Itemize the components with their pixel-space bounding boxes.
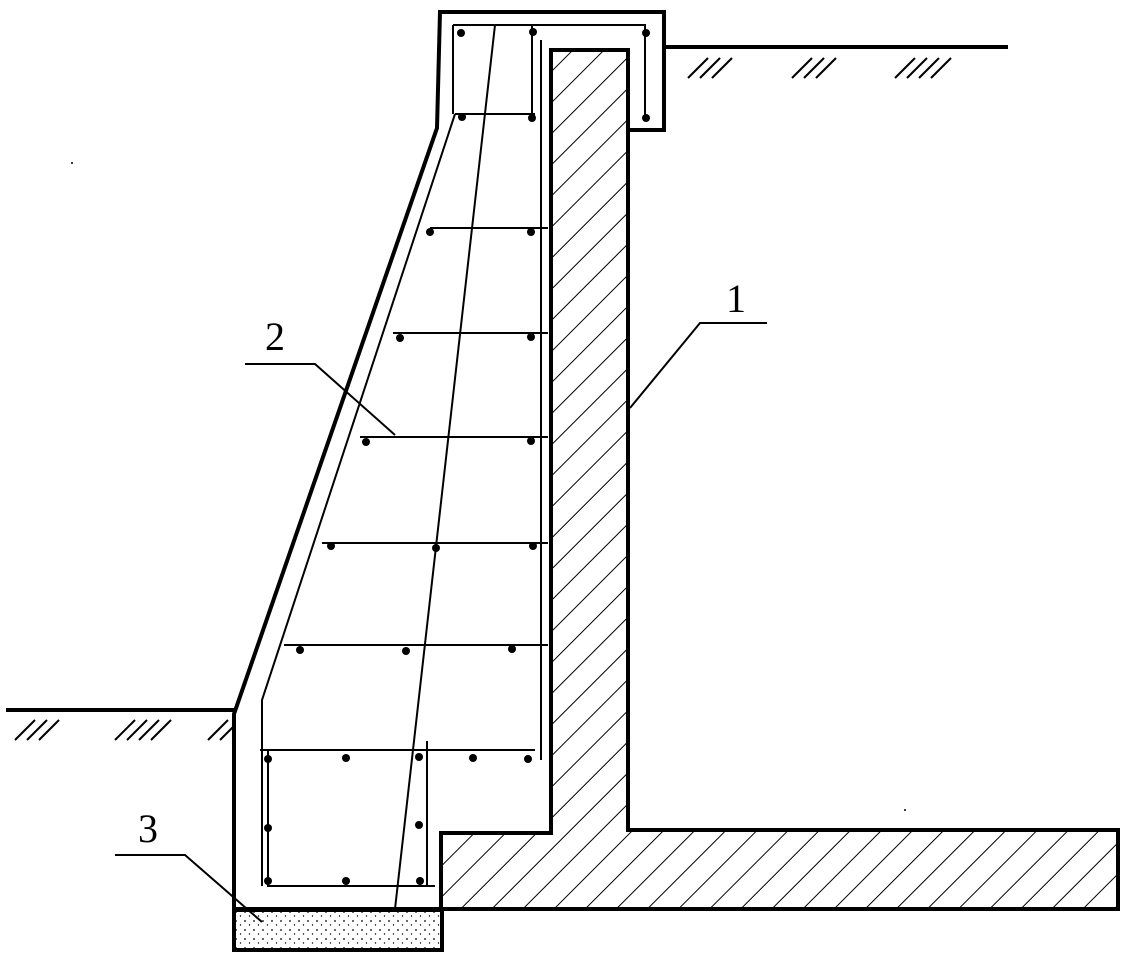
callout-3: 3 (115, 806, 263, 923)
base-reinforcement-cage (267, 741, 435, 887)
inner-slope-line (261, 113, 456, 886)
ground-surface-upper (663, 45, 1008, 79)
callout-1: 1 (629, 276, 767, 409)
ground-surface-lower (6, 708, 238, 741)
label-1: 1 (726, 276, 746, 321)
callout-2: 2 (245, 314, 396, 436)
scan-specks (71, 162, 906, 811)
rebar-sections (264, 28, 650, 885)
tie-bars (260, 227, 548, 751)
reinforced-concrete-shell (232, 10, 666, 911)
label-2: 2 (265, 314, 285, 359)
sand-cushion (232, 908, 444, 952)
cap-reinforcement (394, 24, 646, 910)
label-3: 3 (138, 806, 158, 851)
